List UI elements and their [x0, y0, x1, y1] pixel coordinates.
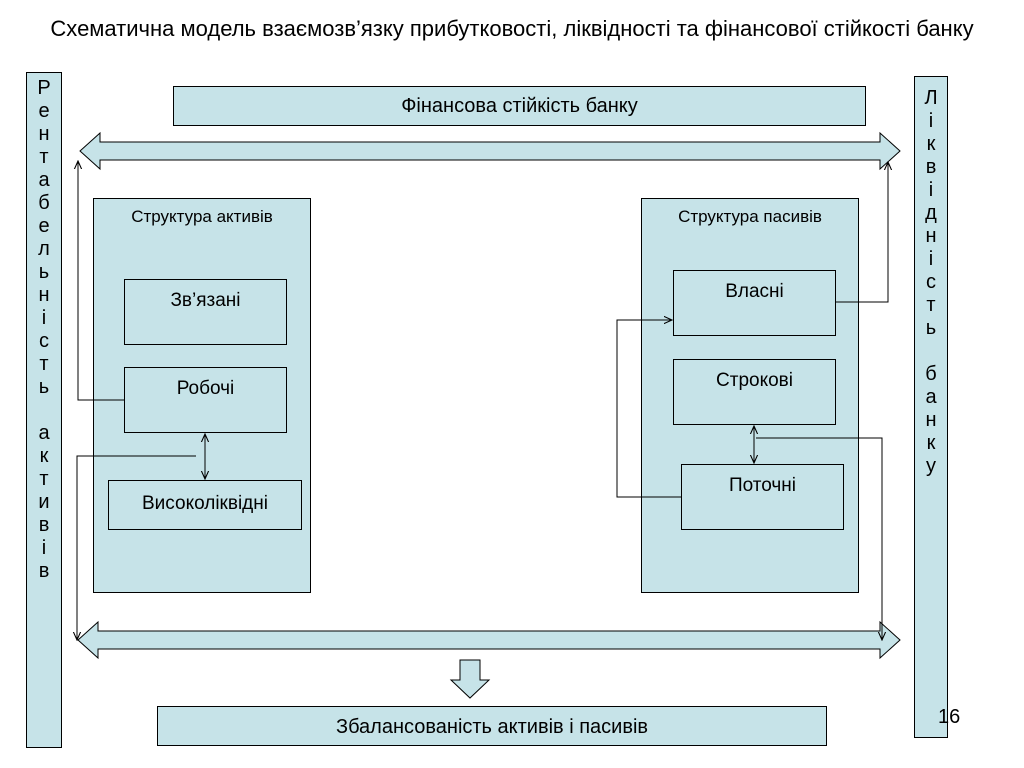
assets-structure-panel: Структура активів	[93, 198, 311, 593]
liabilities-item-own: Власні	[673, 270, 836, 336]
working-to-top-connector	[78, 161, 124, 401]
vertical-letter: л	[38, 238, 50, 260]
current-to-own-connector	[616, 320, 681, 498]
vertical-letter: к	[926, 133, 936, 155]
vertical-letter: і	[928, 179, 934, 201]
vertical-letter: н	[925, 409, 937, 431]
bottom-banner-label: Збалансованість активів і пасивів	[335, 716, 649, 738]
vertical-letter: Л	[924, 87, 938, 109]
liabilities-item-term: Строкові	[673, 359, 836, 425]
slide-title: Схематична модель взаємозв’язку прибутко…	[50, 16, 974, 41]
top-banner: Фінансова стійкість банку	[173, 86, 866, 126]
vertical-letter: д	[925, 202, 937, 224]
vertical-letter: и	[38, 491, 50, 513]
vertical-letter: б	[38, 192, 50, 214]
vertical-letter: ь	[925, 317, 937, 339]
bottom-banner: Збалансованість активів і пасивів	[157, 706, 827, 746]
down-arrow	[449, 659, 491, 699]
vertical-letter: і	[928, 248, 934, 270]
top-double-arrow	[79, 131, 901, 171]
vertical-letter: т	[39, 468, 49, 490]
vertical-letter: Р	[37, 77, 51, 99]
liabilities-structure-panel: Структура пасивів	[641, 198, 859, 593]
own-to-top-connector	[836, 162, 888, 303]
vertical-letter: а	[38, 422, 50, 444]
vertical-letter: к	[39, 445, 49, 467]
bottom-double-arrow	[77, 620, 901, 660]
vertical-letter: ь	[38, 376, 50, 398]
vertical-letter: н	[38, 123, 50, 145]
current-to-bottom-connector	[756, 437, 882, 640]
vertical-letter: і	[41, 537, 47, 559]
vertical-letter: н	[925, 225, 937, 247]
liabilities-structure-title: Структура пасивів	[678, 207, 822, 226]
assets-item-bound: Зв’язані	[124, 279, 287, 345]
vertical-letter: у	[926, 455, 936, 477]
liquid-to-bottom-connector	[77, 455, 196, 640]
top-banner-label: Фінансова стійкість банку	[401, 95, 638, 117]
liabilities-item-current: Поточні	[681, 464, 844, 530]
assets-structure-title: Структура активів	[131, 207, 273, 226]
vertical-letter: с	[926, 271, 936, 293]
vertical-letter: в	[38, 514, 50, 536]
vertical-letter: б	[925, 363, 937, 385]
vertical-letter: к	[926, 432, 936, 454]
page-number: 16	[938, 706, 961, 728]
vertical-letter: е	[38, 100, 50, 122]
assets-item-highly-liquid: Високоліквідні	[108, 480, 302, 530]
vertical-letter: т	[926, 294, 936, 316]
vertical-letter: в	[38, 560, 50, 582]
vertical-letter: т	[39, 353, 49, 375]
vertical-letter: і	[41, 307, 47, 329]
vertical-letter: с	[39, 330, 49, 352]
vertical-letter: е	[38, 215, 50, 237]
vertical-letter: а	[925, 386, 937, 408]
vertical-letter: і	[928, 110, 934, 132]
vertical-letter: ь	[38, 261, 50, 283]
vertical-letter: н	[38, 284, 50, 306]
assets-item-working: Робочі	[124, 367, 287, 433]
vertical-letter: а	[38, 169, 50, 191]
vertical-letter: т	[39, 146, 49, 168]
vertical-letter: в	[925, 156, 937, 178]
